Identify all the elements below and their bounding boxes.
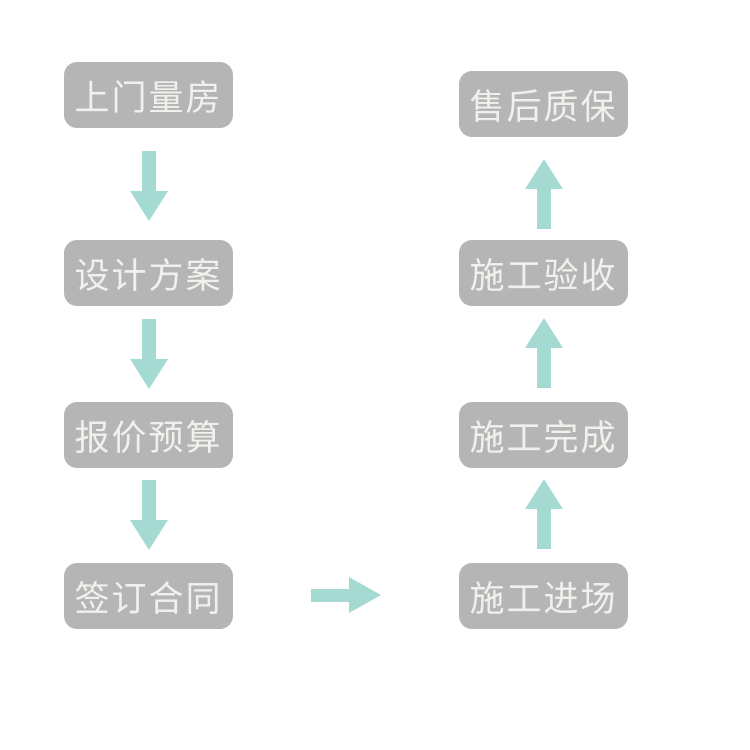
- arrow-down-icon: [130, 319, 168, 389]
- arrow-head: [525, 479, 563, 509]
- arrow-shaft: [142, 151, 156, 191]
- flow-step-sign-contract: 签订合同: [64, 563, 233, 629]
- flow-step-design-plan: 设计方案: [64, 240, 233, 306]
- arrow-down-icon: [130, 151, 168, 221]
- arrow-head: [525, 159, 563, 189]
- arrow-shaft: [537, 348, 551, 388]
- flow-step-quotation-budget: 报价预算: [64, 402, 233, 468]
- flow-step-onsite-measuring: 上门量房: [64, 62, 233, 128]
- arrow-up-icon: [525, 159, 563, 229]
- arrow-head: [130, 520, 168, 550]
- arrow-shaft: [142, 319, 156, 359]
- arrow-up-icon: [525, 479, 563, 549]
- arrow-up-icon: [525, 318, 563, 388]
- arrow-head: [130, 359, 168, 389]
- arrow-right-icon: [311, 577, 381, 613]
- arrow-head: [349, 577, 381, 613]
- flow-step-after-sales-warranty: 售后质保: [459, 71, 628, 137]
- arrow-shaft: [142, 480, 156, 520]
- arrow-head: [130, 191, 168, 221]
- arrow-shaft: [311, 588, 349, 602]
- arrow-down-icon: [130, 480, 168, 550]
- flow-step-construction-acceptance: 施工验收: [459, 240, 628, 306]
- arrow-shaft: [537, 189, 551, 229]
- flow-step-construction-complete: 施工完成: [459, 402, 628, 468]
- flow-step-construction-start: 施工进场: [459, 563, 628, 629]
- arrow-head: [525, 318, 563, 348]
- arrow-shaft: [537, 509, 551, 549]
